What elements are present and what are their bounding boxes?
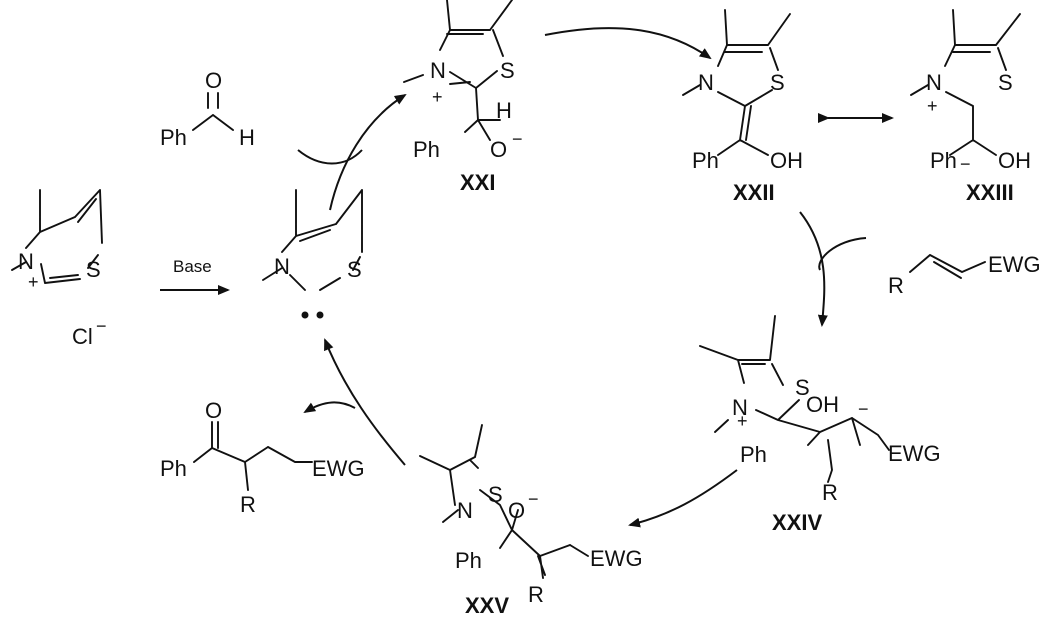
label-XXIV: XXIV — [772, 510, 822, 535]
arrow-XXIV-to-XXV — [628, 469, 738, 528]
charge-plus: + — [737, 411, 748, 431]
atom-n: N — [732, 395, 748, 420]
charge-minus: − — [858, 399, 869, 419]
atom-h: H — [496, 98, 512, 123]
atom-n: N — [274, 254, 290, 279]
michael-acceptor: R EWG — [888, 252, 1041, 298]
atom-ph: Ph — [740, 442, 767, 467]
product-r: R — [240, 492, 256, 517]
charge-plus: + — [28, 272, 39, 292]
intermediate-XXI: N + S H Ph O − XXI — [403, 0, 523, 195]
intermediate-XXII: N S Ph OH XXII — [682, 9, 803, 205]
intermediate-XXIII: N + S Ph − OH XXIII — [910, 9, 1031, 205]
atom-ph: Ph — [692, 148, 719, 173]
atom-o: O — [508, 498, 525, 523]
thiazolium-salt: N S + Cl − — [11, 189, 107, 349]
base-step: Base — [160, 257, 230, 295]
intermediate-XXV: N S O − Ph EWG R XXV — [419, 424, 643, 617]
label-XXV: XXV — [465, 593, 509, 617]
atom-s: S — [795, 375, 810, 400]
atom-oh: OH — [998, 148, 1031, 173]
product-ewg: EWG — [312, 456, 365, 481]
lone-pair-dot — [301, 311, 309, 319]
acceptor-r: R — [888, 273, 904, 298]
chloride-charge: − — [96, 316, 107, 336]
atom-ph: Ph — [455, 548, 482, 573]
base-label: Base — [173, 257, 212, 276]
atom-n: N — [926, 70, 942, 95]
atom-n: N — [698, 70, 714, 95]
charge-minus: − — [960, 154, 971, 174]
label-XXI: XXI — [460, 170, 495, 195]
atom-s: S — [86, 257, 101, 282]
atom-r: R — [822, 480, 838, 505]
atom-s: S — [770, 70, 785, 95]
arrow-XXV-to-carbene — [303, 338, 406, 466]
intermediate-XXIV: N + S OH − Ph EWG R XXIV — [699, 315, 941, 535]
label-XXII: XXII — [733, 180, 775, 205]
product-o: O — [205, 398, 222, 423]
atom-ewg: EWG — [888, 441, 941, 466]
aldehyde-h: H — [239, 125, 255, 150]
product-ketone: Ph O EWG R — [160, 398, 365, 517]
chloride-label: Cl — [72, 324, 93, 349]
atom-oh: OH — [770, 148, 803, 173]
label-XXIII: XXIII — [966, 180, 1014, 205]
charge-plus: + — [432, 87, 443, 107]
atom-n: N — [18, 249, 34, 274]
atom-ewg: EWG — [590, 546, 643, 571]
atom-ph: Ph — [930, 148, 957, 173]
atom-s: S — [347, 257, 362, 282]
atom-n: N — [457, 498, 473, 523]
atom-s: S — [998, 70, 1013, 95]
benzaldehyde: Ph H O — [160, 68, 255, 150]
charge-plus: + — [927, 96, 938, 116]
arrow-XXI-to-XXII — [544, 27, 712, 60]
atom-s: S — [488, 482, 503, 507]
atom-oh: OH — [806, 392, 839, 417]
arrow-to-XXI — [297, 93, 407, 211]
acceptor-ewg: EWG — [988, 252, 1041, 277]
lone-pair-dot — [316, 311, 324, 319]
atom-r: R — [528, 582, 544, 607]
aldehyde-o: O — [205, 68, 222, 93]
aldehyde-ph: Ph — [160, 125, 187, 150]
atom-s: S — [500, 58, 515, 83]
charge-minus: − — [528, 489, 539, 509]
product-ph: Ph — [160, 456, 187, 481]
atom-o: O — [490, 137, 507, 162]
carbene: N S — [262, 189, 363, 319]
arrow-XXII-to-XXIV — [799, 211, 867, 327]
charge-minus: − — [512, 129, 523, 149]
atom-n: N — [430, 58, 446, 83]
atom-ph: Ph — [413, 137, 440, 162]
